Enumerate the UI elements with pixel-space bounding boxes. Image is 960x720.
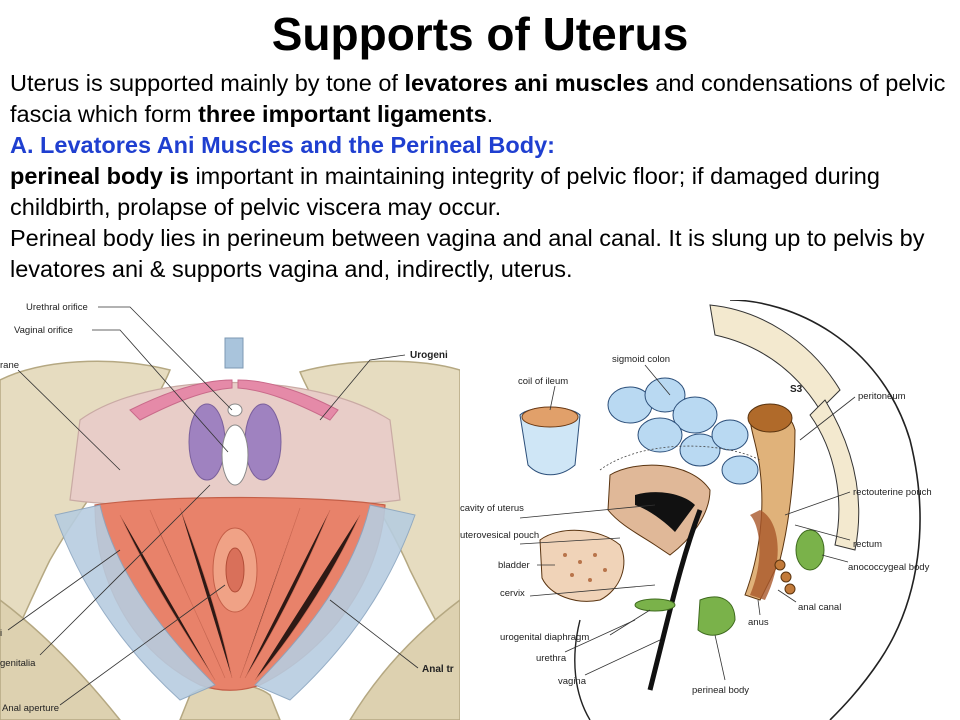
pelvic-floor-figure: Urethral orifice Vaginal orifice rane Ur… — [0, 300, 460, 720]
muscle-fibers — [119, 507, 361, 681]
leader-anococcygeal-body — [821, 554, 849, 563]
intro-bold-1: levatores ani muscles — [404, 70, 649, 96]
label-bladder: bladder — [498, 560, 530, 571]
leader-cervix — [529, 584, 656, 597]
label-perineal-body: perineal body — [692, 685, 749, 696]
leader-rectouterine-pouch — [784, 491, 851, 516]
label-coil-of-ileum: coil of ileum — [518, 376, 568, 387]
body-text: Uterus is supported mainly by tone of le… — [10, 68, 950, 285]
right-ischial-bone — [349, 599, 460, 720]
right-ischiocavernosus — [237, 379, 339, 421]
label-peritoneum: peritoneum — [858, 391, 906, 402]
perineal-location-paragraph: Perineal body lies in perineum between v… — [10, 225, 925, 282]
leader-genitalia — [39, 484, 211, 656]
pelvic-floor-illustration: Urethral orifice Vaginal orifice rane Ur… — [0, 302, 460, 720]
perineal-text: important in maintaining integrity of pe… — [10, 163, 880, 220]
perineal-bold: perineal body is — [10, 163, 189, 189]
intro-paragraph: Uterus is supported mainly by tone of le… — [10, 68, 950, 130]
label-uterovesical-pouch: uterovesical pouch — [460, 530, 539, 541]
sagittal-pelvis-figure: S3 — [460, 300, 960, 720]
anococcygeal-body — [795, 529, 825, 571]
leader-rane — [17, 369, 121, 471]
body-outline-back — [729, 300, 921, 720]
label-vagina: vagina — [558, 676, 587, 687]
leader-vaginal-orifice — [92, 329, 229, 453]
left-ischiocavernosus — [129, 379, 233, 421]
leader-anal-tr — [329, 599, 419, 669]
intro-text-1: Uterus is supported mainly by tone of — [10, 70, 405, 96]
leader-i — [7, 549, 121, 631]
label-rectum: rectum — [853, 539, 882, 550]
label-anococcygeal-body: anococcygeal body — [848, 562, 930, 573]
perineal-body — [697, 596, 736, 636]
leader-urogeni — [319, 354, 406, 421]
label-anus: anus — [748, 617, 769, 628]
left-gluteus-fascia — [54, 504, 216, 701]
label-urogeni: Urogeni — [410, 350, 448, 361]
leader-anus — [757, 599, 761, 616]
pubic-symphysis — [224, 337, 244, 369]
sacrum-lower — [809, 399, 860, 551]
label-i: i — [0, 628, 2, 639]
leader-urethral-orifice — [98, 306, 233, 411]
intro-text-2: and condensations of pelvic fascia which… — [10, 70, 946, 127]
label-sigmoid-colon: sigmoid colon — [612, 354, 670, 365]
perineal-paragraph: perineal body is important in maintainin… — [10, 161, 950, 223]
ileum-lumen — [521, 406, 579, 428]
label-rectouterine-pouch: rectouterine pouch — [853, 487, 932, 498]
intro-bold-2: three important ligaments — [198, 101, 487, 127]
label-anal-tr: Anal tr — [422, 664, 454, 675]
rectal-wall — [750, 510, 778, 600]
sagittal-pelvis-illustration: S3 — [460, 300, 932, 720]
sacrum-upper — [709, 304, 841, 411]
leader-uterovesical-pouch — [519, 537, 621, 545]
leader-anal-aperture — [59, 584, 226, 706]
label-cervix: cervix — [500, 588, 525, 599]
label-anal-canal: anal canal — [798, 602, 841, 613]
peritoneum-line — [599, 445, 761, 471]
urethral-orifice — [227, 403, 243, 417]
intro-text-3: . — [486, 101, 494, 127]
leader-anal-canal — [777, 589, 797, 603]
leader-cavity-of-uterus — [519, 504, 656, 519]
body-outline-front — [574, 619, 591, 720]
leader-rectum — [794, 524, 851, 541]
leader-perineal-body — [714, 634, 726, 681]
sigmoid-colon — [607, 377, 759, 485]
vaginal-orifice — [221, 424, 249, 486]
page-title: Supports of Uterus — [271, 8, 689, 60]
leader-vagina — [584, 639, 661, 676]
bladder — [539, 529, 625, 602]
label-vaginal-orifice: Vaginal orifice — [14, 325, 73, 336]
leader-sigmoid-colon — [644, 364, 671, 396]
label-urethral-orifice: Urethral orifice — [26, 302, 88, 313]
label-urogenital-diaphragm: urogenital diaphragm — [500, 632, 589, 643]
label-urethra: urethra — [536, 653, 567, 664]
label-genitalia: genitalia — [0, 658, 36, 669]
label-anal-aperture: Anal aperture — [2, 703, 59, 714]
leader-urethra — [564, 619, 636, 653]
right-vestibular-bulb — [244, 403, 282, 481]
vagina — [647, 509, 703, 691]
section-heading: A. Levatores Ani Muscles and the Perinea… — [10, 132, 555, 158]
urogenital-diaphragm — [634, 598, 676, 612]
label-s3: S3 — [790, 384, 803, 395]
leader-peritoneum — [799, 396, 856, 441]
leader-coil-of-ileum — [549, 385, 556, 411]
bladder-texture — [563, 553, 607, 582]
cavity-of-uterus — [635, 492, 695, 532]
label-rane: rane — [0, 360, 19, 371]
anal-sphincter — [774, 559, 796, 595]
anal-aperture — [225, 547, 245, 593]
right-gluteus-fascia — [254, 504, 416, 701]
rectum-lumen — [747, 403, 793, 433]
label-cavity-of-uterus: cavity of uterus — [460, 503, 524, 514]
